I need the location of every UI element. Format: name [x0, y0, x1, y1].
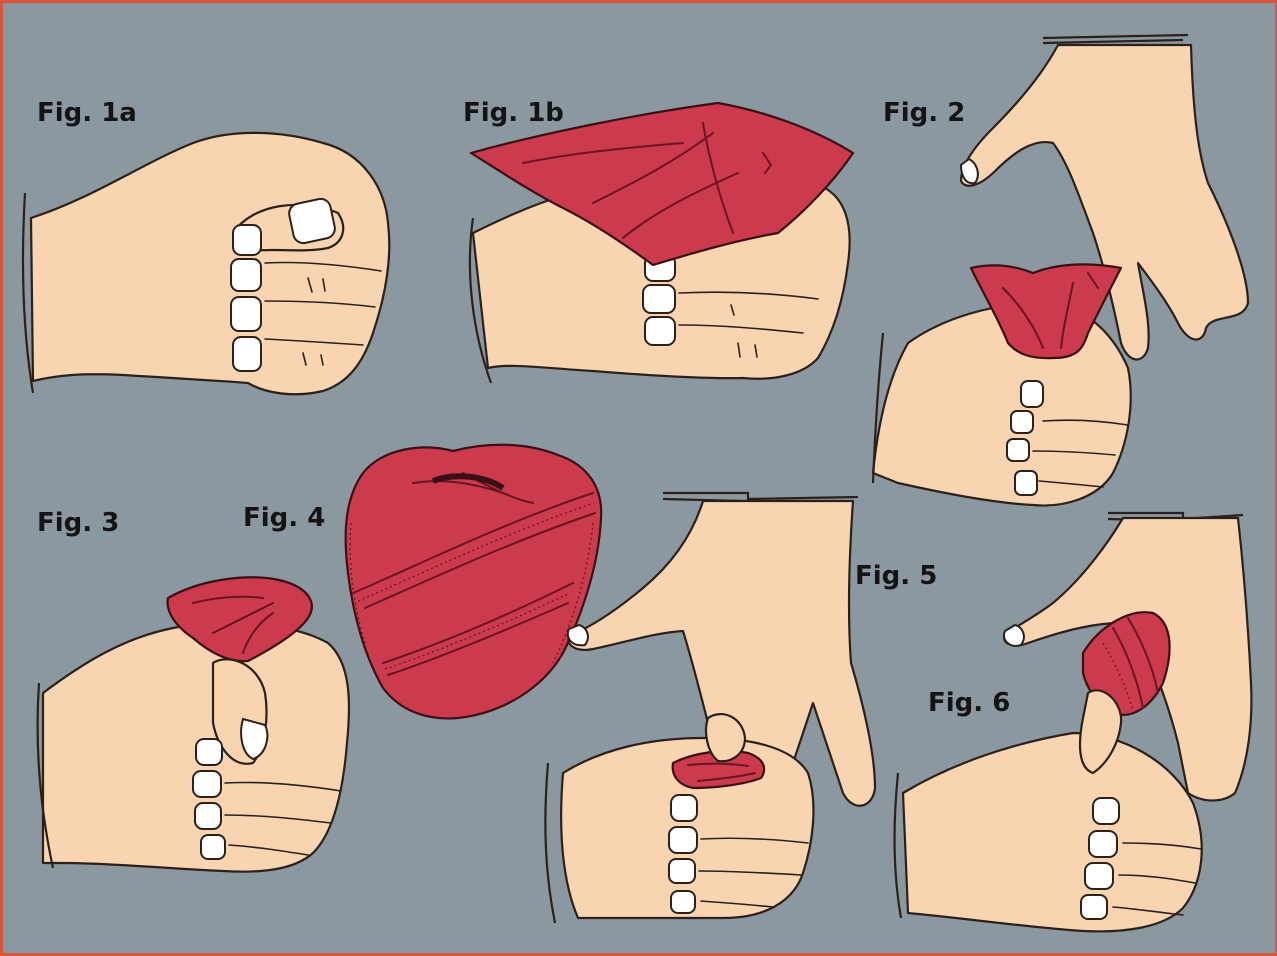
fig-1b-silk-on-fist-illustration: [470, 103, 853, 383]
fig-2-push-silk-illustration: [873, 35, 1248, 506]
fig-4-silk-ball-illustration: [346, 445, 602, 719]
fig-6-silk-vanish-illustration: [895, 513, 1252, 931]
fig-3-silk-in-fist-illustration: [38, 577, 349, 871]
fig-1a-fist-illustration: [23, 133, 389, 394]
